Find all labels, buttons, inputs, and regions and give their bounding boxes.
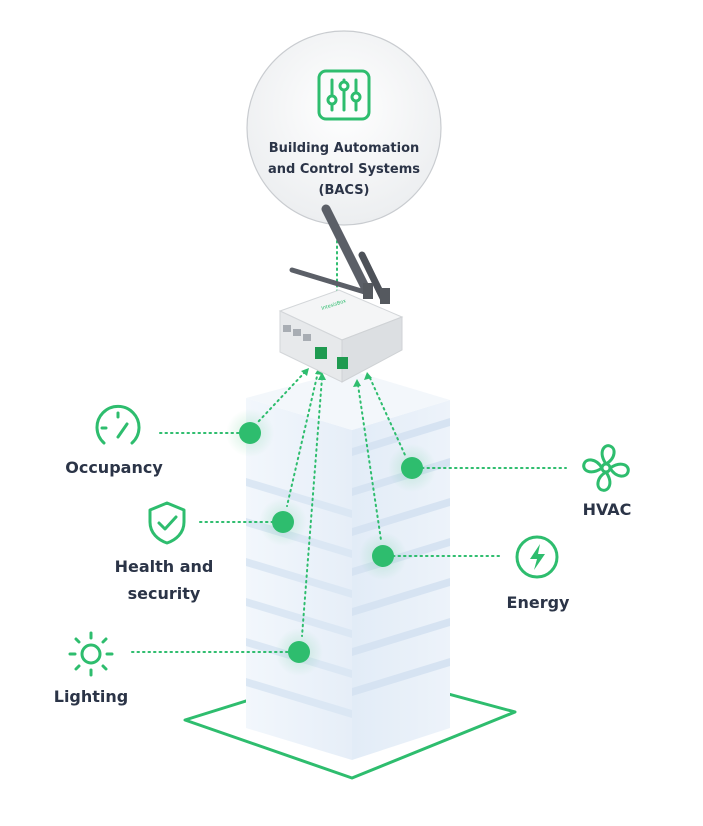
node-occupancy xyxy=(239,422,261,444)
gauge-icon xyxy=(95,404,141,445)
fan-icon xyxy=(582,444,630,492)
gateway-device: IntesisBox xyxy=(278,204,404,383)
label-health-line1: Health and xyxy=(114,557,214,576)
bacs-title-line3: (BACS) xyxy=(318,183,370,198)
bacs-title-line1: Building Automation xyxy=(268,141,420,156)
node-health-security xyxy=(272,511,294,533)
label-energy: Energy xyxy=(506,593,570,612)
bacs-title-line2: and Control Systems xyxy=(267,162,420,177)
connection-nodes xyxy=(226,409,436,676)
bacs-circle xyxy=(246,30,442,226)
label-health-line2: security xyxy=(127,584,201,603)
label-occupancy: Occupancy xyxy=(65,458,163,477)
lightning-icon xyxy=(515,535,559,579)
label-hvac: HVAC xyxy=(582,500,632,519)
node-lighting xyxy=(288,641,310,663)
sliders-icon xyxy=(317,69,371,121)
label-health-security: Health and security xyxy=(98,553,230,607)
bacs-title: Building Automation and Control Systems … xyxy=(254,138,434,201)
label-lighting: Lighting xyxy=(53,687,129,706)
connector-lines xyxy=(131,229,567,653)
node-energy xyxy=(372,545,394,567)
node-hvac xyxy=(401,457,423,479)
shield-check-icon xyxy=(148,501,186,545)
sun-icon xyxy=(68,631,114,677)
building-roof xyxy=(246,370,450,430)
